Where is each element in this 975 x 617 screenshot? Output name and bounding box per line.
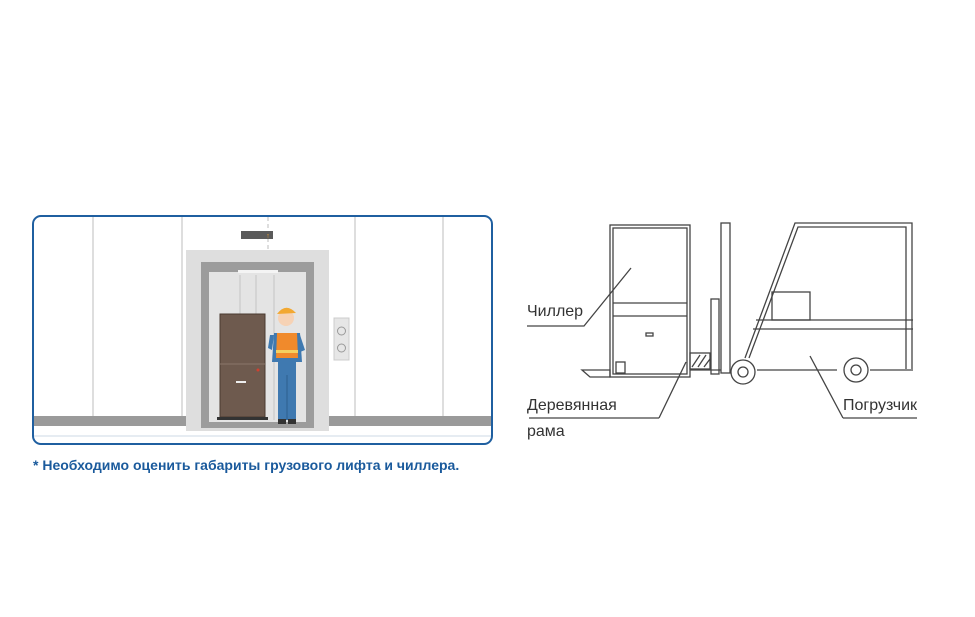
wooden-frame <box>689 352 711 370</box>
forklift-outline <box>690 222 913 385</box>
wall-seams <box>92 217 444 416</box>
call-button-panel <box>333 317 350 361</box>
call-up-button-icon <box>337 326 346 336</box>
wooden-frame-label-line1: Деревянная <box>527 397 617 414</box>
chiller-outline <box>580 224 691 378</box>
up-arrow-icon: ↑ <box>266 233 270 240</box>
elevator-scene: ↑ <box>32 215 493 473</box>
caption-note: * Необходимо оценить габариты грузового … <box>33 457 459 473</box>
chiller-unit <box>217 313 268 420</box>
chiller-label: Чиллер <box>527 303 583 320</box>
floor-indicator <box>241 231 273 239</box>
leader-lines <box>527 267 917 419</box>
worker-figure <box>268 307 305 424</box>
forklift-label: Погрузчик <box>843 397 918 414</box>
wooden-frame-label-line2: рама <box>527 423 565 440</box>
call-down-button-icon <box>337 343 346 353</box>
forklift-diagram: Чиллер Деревянная рама Погрузчик <box>527 222 918 440</box>
